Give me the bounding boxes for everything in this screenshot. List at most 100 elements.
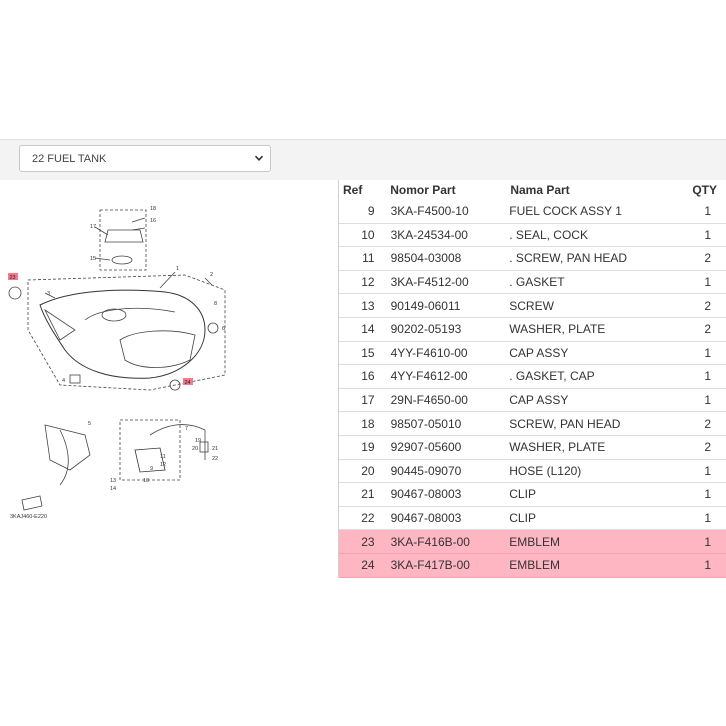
- row-qty: 2: [704, 251, 711, 266]
- row-qty: 2: [704, 416, 711, 431]
- callout-2: 2: [210, 272, 213, 278]
- callout-24-badge[interactable]: [183, 378, 193, 385]
- emblem-shape-left: [8, 286, 22, 300]
- callout-1: 1: [176, 266, 179, 272]
- row-ref: 17: [361, 393, 375, 408]
- leader-lines-top: [44, 217, 213, 299]
- callout-7: 7: [185, 426, 188, 432]
- diagram-select[interactable]: 22 FUEL TANK: [19, 145, 271, 172]
- row-part-number: 3KA-F416B-00: [390, 534, 470, 549]
- callout-16: 16: [150, 218, 156, 224]
- row-ref: 22: [361, 511, 375, 526]
- row-part-name: HOSE (L120): [509, 463, 582, 478]
- row-ref: 24: [361, 558, 375, 573]
- callout-18: 18: [150, 206, 156, 212]
- row-qty: 1: [704, 511, 711, 526]
- row-part-number: 29N-F4650-00: [390, 393, 468, 408]
- row-part-name: FUEL COCK ASSY 1: [509, 204, 622, 219]
- callout-6: 6: [222, 326, 225, 332]
- row-qty: 1: [704, 393, 711, 408]
- row-qty: 1: [704, 463, 711, 478]
- row-part-number: 90445-09070: [390, 463, 462, 478]
- row-part-number: 3KA-F417B-00: [390, 558, 470, 573]
- bracket-shape: [44, 424, 91, 471]
- callout-14: 14: [110, 486, 116, 492]
- row-part-name: WASHER, PLATE: [509, 322, 606, 337]
- header-number: Nomor Part: [390, 183, 456, 197]
- row-qty: 2: [704, 322, 711, 337]
- row-qty: 1: [704, 369, 711, 384]
- callout-21: 21: [212, 446, 218, 452]
- row-part-name: WASHER, PLATE: [509, 440, 606, 455]
- clip-shape: [199, 441, 209, 453]
- callout-13: 13: [110, 478, 116, 484]
- row-part-name: . GASKET, CAP: [509, 369, 595, 384]
- row-part-number: 90467-08003: [390, 511, 462, 526]
- callout-23-badge[interactable]: [8, 273, 18, 280]
- fuel-cock-shape: [134, 447, 166, 473]
- parts-diagram[interactable]: 18 16 17 15 1 2 3 6 8 4 5 7 9 10 11 12 1…: [0, 180, 337, 540]
- row-part-name: . SEAL, COCK: [509, 227, 588, 242]
- row-qty: 2: [704, 298, 711, 313]
- callout-3: 3: [47, 291, 50, 297]
- row-ref: 12: [361, 275, 375, 290]
- row-part-name: SCREW: [509, 298, 554, 313]
- row-qty: 1: [704, 487, 711, 502]
- callout-12: 12: [160, 462, 166, 468]
- callout-19: 19: [195, 438, 201, 444]
- callout-11: 11: [160, 454, 166, 460]
- row-qty: 1: [704, 227, 711, 242]
- row-qty: 1: [704, 204, 711, 219]
- row-qty: 1: [704, 275, 711, 290]
- row-ref: 20: [361, 463, 375, 478]
- row-ref: 10: [361, 227, 375, 242]
- callout-17: 17: [90, 224, 96, 230]
- row-part-name: CAP ASSY: [509, 345, 569, 360]
- row-part-number: 98504-03008: [390, 251, 462, 266]
- row-ref: 23: [361, 534, 375, 549]
- tank-ridge-line: [84, 307, 176, 321]
- callout-8: 8: [214, 301, 217, 307]
- row-part-name: CLIP: [509, 487, 536, 502]
- row-qty: 1: [704, 534, 711, 549]
- callout-24: 24: [185, 380, 191, 386]
- row-part-number: 90149-06011: [390, 298, 461, 313]
- row-part-name: . GASKET: [509, 275, 565, 290]
- mount-shape: [69, 374, 81, 384]
- callout-4: 4: [62, 378, 65, 384]
- callout-9: 9: [150, 466, 153, 472]
- fuel-cock-group-outline: [119, 419, 181, 481]
- row-ref: 18: [361, 416, 375, 431]
- table-row[interactable]: 17 29N-F4650-00 CAP ASSY 1: [339, 389, 726, 413]
- table-row[interactable]: 20 90445-09070 HOSE (L120) 1: [339, 460, 726, 484]
- callout-22: 22: [212, 456, 218, 462]
- row-ref: 19: [361, 440, 375, 455]
- header-ref: Ref: [343, 183, 363, 197]
- row-qty: 1: [704, 345, 711, 360]
- row-part-name: . SCREW, PAN HEAD: [509, 251, 628, 266]
- row-part-number: 3KA-F4500-10: [390, 204, 469, 219]
- fuel-hose-shape: [149, 424, 206, 460]
- row-part-name: CAP ASSY: [509, 393, 569, 408]
- filler-neck-shape: [101, 308, 127, 322]
- header-qty: QTY: [692, 183, 717, 197]
- callout-10: 10: [143, 478, 149, 484]
- row-ref: 15: [361, 345, 375, 360]
- row-part-number: 4YY-F4612-00: [390, 369, 468, 384]
